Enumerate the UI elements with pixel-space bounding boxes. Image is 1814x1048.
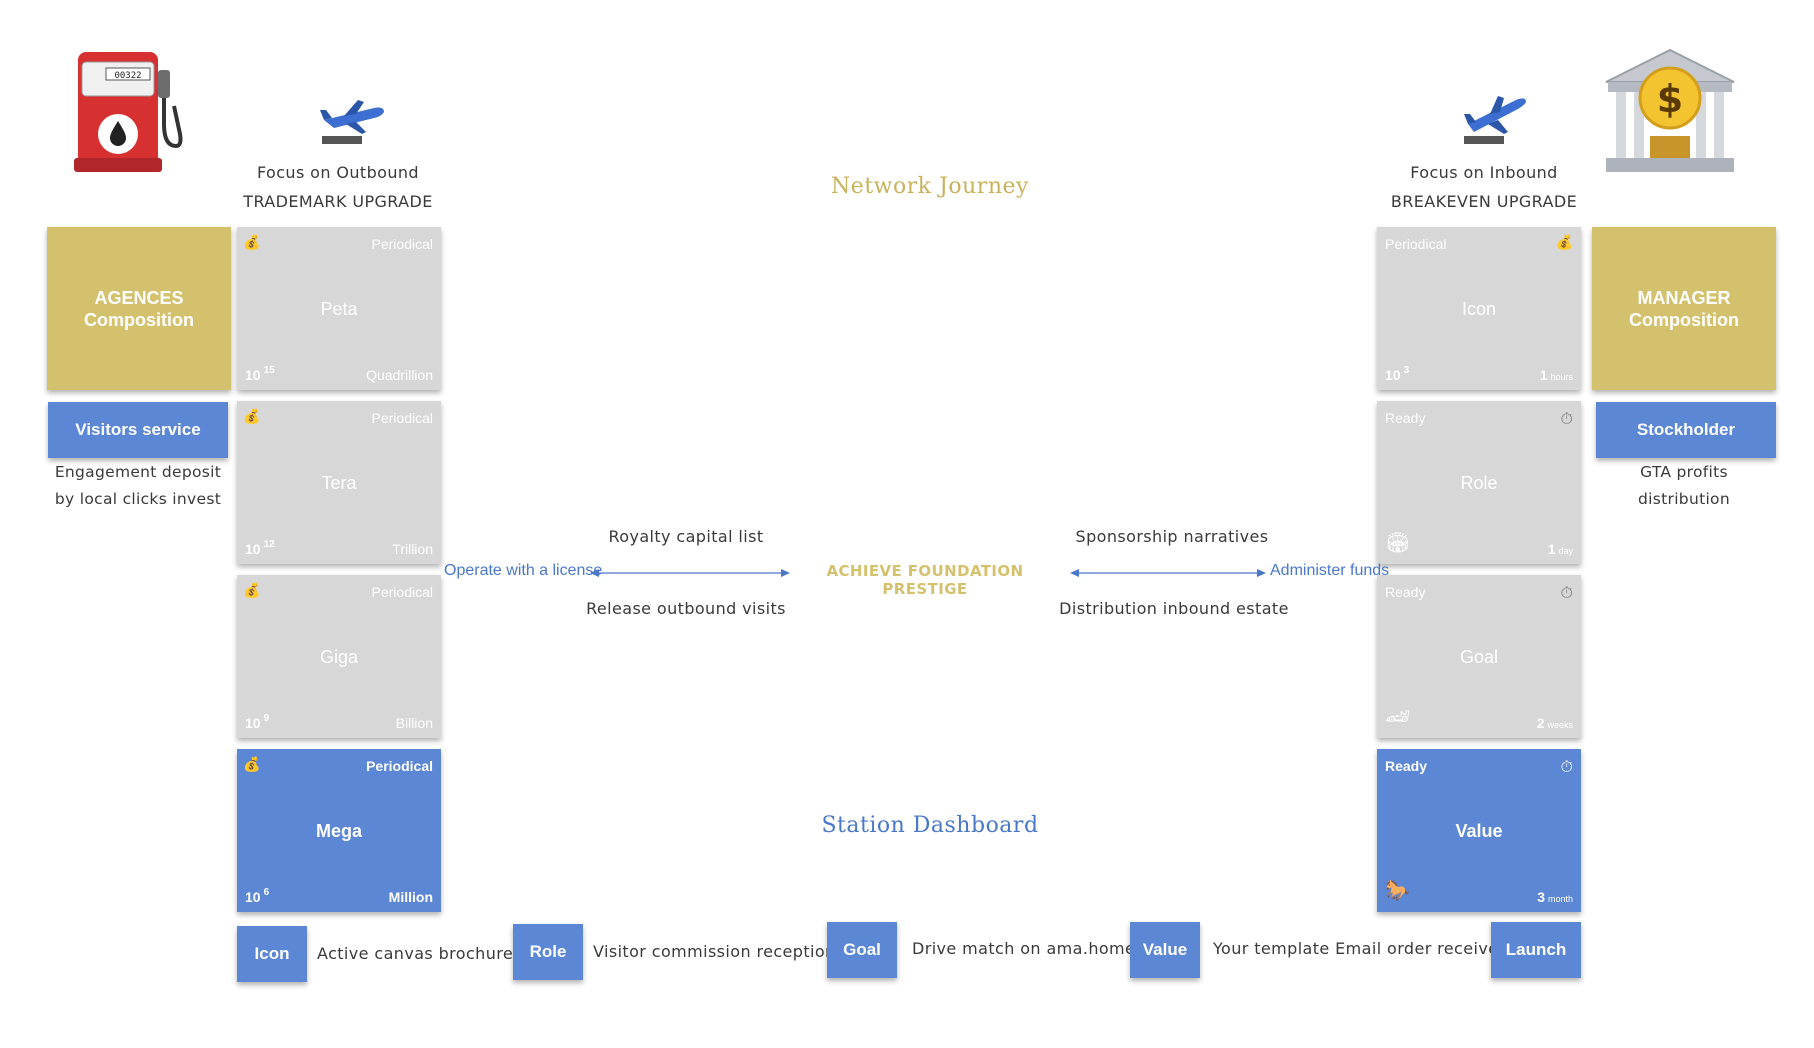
tile-label: Icon: [1461, 299, 1497, 319]
left-header-line2: TRADEMARK UPGRADE: [243, 192, 433, 211]
tile-tag: Periodical: [371, 584, 433, 600]
legend-value-text: Your template Email order received: [1213, 939, 1510, 958]
left-double-arrow: [590, 569, 790, 577]
agences-box-line2: Composition: [84, 309, 194, 330]
legend-goal-button[interactable]: Goal: [827, 922, 897, 978]
legend-value-button[interactable]: Value: [1130, 922, 1200, 978]
right-header-line1: Focus on Inbound: [1410, 163, 1558, 182]
stopwatch-icon: ⏱: [1560, 583, 1573, 602]
tile-label: Value: [1455, 821, 1503, 841]
tile-label: Peta: [320, 299, 358, 319]
operate-with-license-link[interactable]: Operate with a license: [444, 562, 603, 579]
royalty-capital-list: Royalty capital list: [608, 527, 764, 546]
tile-tag: Ready: [1385, 410, 1426, 426]
airplane-arrival-icon: [1460, 94, 1530, 148]
right-panel-desc-line2: distribution: [1638, 490, 1730, 508]
legend-icon-button[interactable]: Icon: [237, 926, 307, 982]
bank-icon: $: [1600, 46, 1740, 176]
legend-role-button[interactable]: Role: [513, 924, 583, 980]
money-bag-icon: 💰: [1555, 235, 1573, 251]
tile-unit: Million: [388, 889, 433, 905]
race-car-icon: 🏎: [1385, 704, 1411, 728]
money-bag-icon: 💰: [243, 757, 261, 773]
money-bag-icon: 💰: [243, 235, 261, 251]
tile-tag: Periodical: [366, 758, 433, 774]
achieve-foundation-prestige: ACHIEVE FOUNDATION PRESTIGE: [826, 562, 1024, 598]
distribution-inbound-estate: Distribution inbound estate: [1059, 599, 1289, 618]
legend-icon-text: Active canvas brochure: [317, 944, 514, 963]
tile-unit: Trillion: [392, 541, 433, 557]
pump-counter: 00322: [114, 71, 141, 81]
manager-composition-box: MANAGER Composition: [1592, 227, 1776, 390]
release-outbound-visits: Release outbound visits: [586, 599, 786, 618]
left-panel-desc-line1: Engagement deposit: [54, 463, 222, 481]
racehorse-icon: 🐎: [1385, 878, 1410, 902]
legend-goal-text: Drive match on ama.homes: [912, 939, 1145, 958]
administer-funds-link[interactable]: Administer funds: [1270, 562, 1390, 579]
stadium-icon: 🏟: [1385, 530, 1411, 554]
tile-tag: Ready: [1385, 758, 1428, 774]
sponsorship-narratives: Sponsorship narratives: [1075, 527, 1269, 546]
station-dashboard-title: Station Dashboard: [821, 813, 1039, 838]
left-panel-desc-line2: by local clicks invest: [54, 490, 222, 508]
right-double-arrow: [1070, 569, 1266, 577]
right-panel-desc-line1: GTA profits: [1640, 463, 1728, 481]
stopwatch-icon: ⏱: [1560, 757, 1573, 776]
left-header-line1: Focus on Outbound: [257, 163, 419, 182]
tile-unit: Quadrillion: [366, 367, 433, 383]
tile-tag: Periodical: [1385, 236, 1447, 252]
manager-box-line2: Composition: [1629, 309, 1739, 330]
tile-tag: Ready: [1385, 584, 1426, 600]
money-bag-icon: 💰: [243, 583, 261, 599]
tile-label: Goal: [1459, 647, 1499, 667]
money-bag-icon: 💰: [243, 409, 261, 425]
stopwatch-icon: ⏱: [1560, 409, 1573, 428]
fuel-pump-icon: 00322: [70, 46, 185, 176]
manager-box-line1: MANAGER: [1637, 287, 1731, 308]
tile-tag: Periodical: [371, 410, 433, 426]
tile-tag: Periodical: [371, 236, 433, 252]
network-journey-title: Network Journey: [831, 174, 1029, 199]
svg-text:$: $: [1657, 77, 1683, 121]
airplane-departure-icon: [318, 96, 388, 148]
stockholder-button[interactable]: Stockholder: [1596, 402, 1776, 458]
tile-label: Giga: [319, 647, 359, 667]
agences-box-line1: AGENCES: [94, 287, 184, 308]
tile-label: Tera: [321, 473, 357, 493]
tile-label: Mega: [315, 821, 362, 841]
right-header-line2: BREAKEVEN UPGRADE: [1390, 192, 1578, 211]
agences-composition-box: AGENCES Composition: [47, 227, 231, 390]
tile-unit: Billion: [395, 715, 433, 731]
tile-label: Role: [1460, 473, 1498, 493]
legend-role-text: Visitor commission reception: [593, 942, 836, 961]
visitors-service-button[interactable]: Visitors service: [48, 402, 228, 458]
launch-button[interactable]: Launch: [1491, 922, 1581, 978]
